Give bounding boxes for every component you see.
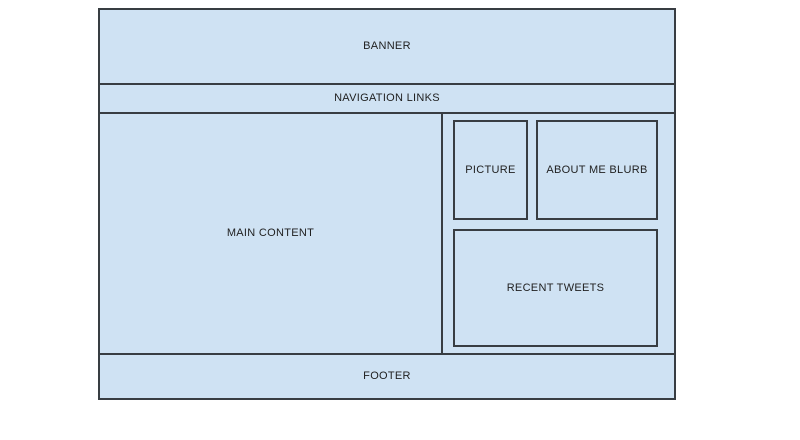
sidebar-column: PICTURE ABOUT ME BLURB RECENT TWEETS: [443, 114, 674, 353]
main-content-label: MAIN CONTENT: [226, 227, 315, 240]
picture-label: PICTURE: [465, 163, 516, 176]
content-row: MAIN CONTENT PICTURE ABOUT ME BLURB RECE…: [100, 114, 674, 353]
banner-label: BANNER: [363, 40, 411, 53]
page-wireframe: BANNER NAVIGATION LINKS MAIN CONTENT PIC…: [98, 8, 676, 400]
recent-tweets-label: RECENT TWEETS: [506, 281, 605, 294]
navigation-links-box: NAVIGATION LINKS: [100, 85, 674, 114]
footer-box: FOOTER: [100, 353, 674, 398]
recent-tweets-box: RECENT TWEETS: [453, 229, 658, 347]
footer-label: FOOTER: [363, 370, 411, 383]
about-me-blurb-label: ABOUT ME BLURB: [546, 163, 648, 176]
banner-box: BANNER: [100, 10, 674, 85]
main-content-box: MAIN CONTENT: [100, 114, 443, 353]
about-me-blurb-box: ABOUT ME BLURB: [536, 120, 658, 220]
navigation-links-label: NAVIGATION LINKS: [334, 92, 440, 105]
picture-box: PICTURE: [453, 120, 528, 220]
